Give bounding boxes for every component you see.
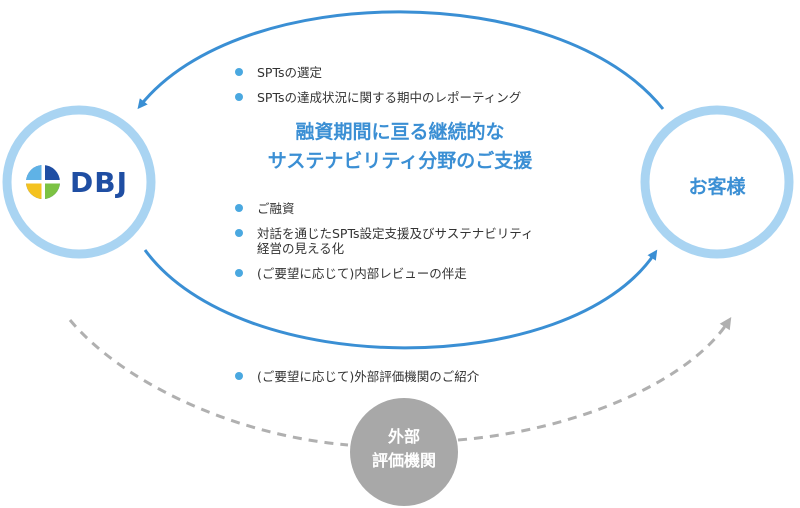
bottom-arrow-arc: [143, 249, 658, 350]
list-item: ご融資: [235, 201, 534, 216]
list-item: SPTsの選定: [235, 65, 521, 80]
center-title: 融資期間に亘る継続的な サステナビリティ分野のご支援: [267, 121, 533, 172]
customer-node-ring: [640, 105, 794, 259]
top-arrow-arc: [137, 10, 665, 110]
agency-label: 外部 評価機関: [350, 425, 458, 473]
bullet-dot-icon: [235, 229, 243, 237]
list-item: (ご要望に応じて)内部レビューの伴走: [235, 266, 534, 281]
bullet-dot-icon: [235, 93, 243, 101]
bullet-dot-icon: [235, 68, 243, 76]
top-bullet-list: SPTsの選定 SPTsの達成状況に関する期中のレポーティング: [235, 65, 521, 115]
agency-bullet-list: (ご要望に応じて)外部評価機関のご紹介: [235, 369, 479, 394]
dbj-globe-logo-icon: [25, 164, 61, 200]
agency-node-circle: [350, 398, 458, 506]
bullet-dot-icon: [235, 269, 243, 277]
bullet-dot-icon: [235, 372, 243, 380]
list-item: SPTsの達成状況に関する期中のレポーティング: [235, 90, 521, 105]
dbj-logo-text: DBJ: [70, 166, 129, 199]
agency-label-line2: 評価機関: [371, 451, 436, 470]
dashed-arrow-right: [457, 316, 732, 442]
bottom-bullet-list: ご融資 対話を通じたSPTs設定支援及びサステナビリティ 経営の見える化 (ご要…: [235, 201, 534, 291]
dashed-arrow-left: [68, 319, 349, 447]
agency-label-line1: 外部: [387, 427, 420, 446]
customer-label: お客様: [688, 176, 746, 198]
list-item: 対話を通じたSPTs設定支援及びサステナビリティ 経営の見える化: [235, 226, 534, 256]
bullet-dot-icon: [235, 204, 243, 212]
list-item: (ご要望に応じて)外部評価機関のご紹介: [235, 369, 479, 384]
dbj-node-ring: [2, 105, 156, 259]
